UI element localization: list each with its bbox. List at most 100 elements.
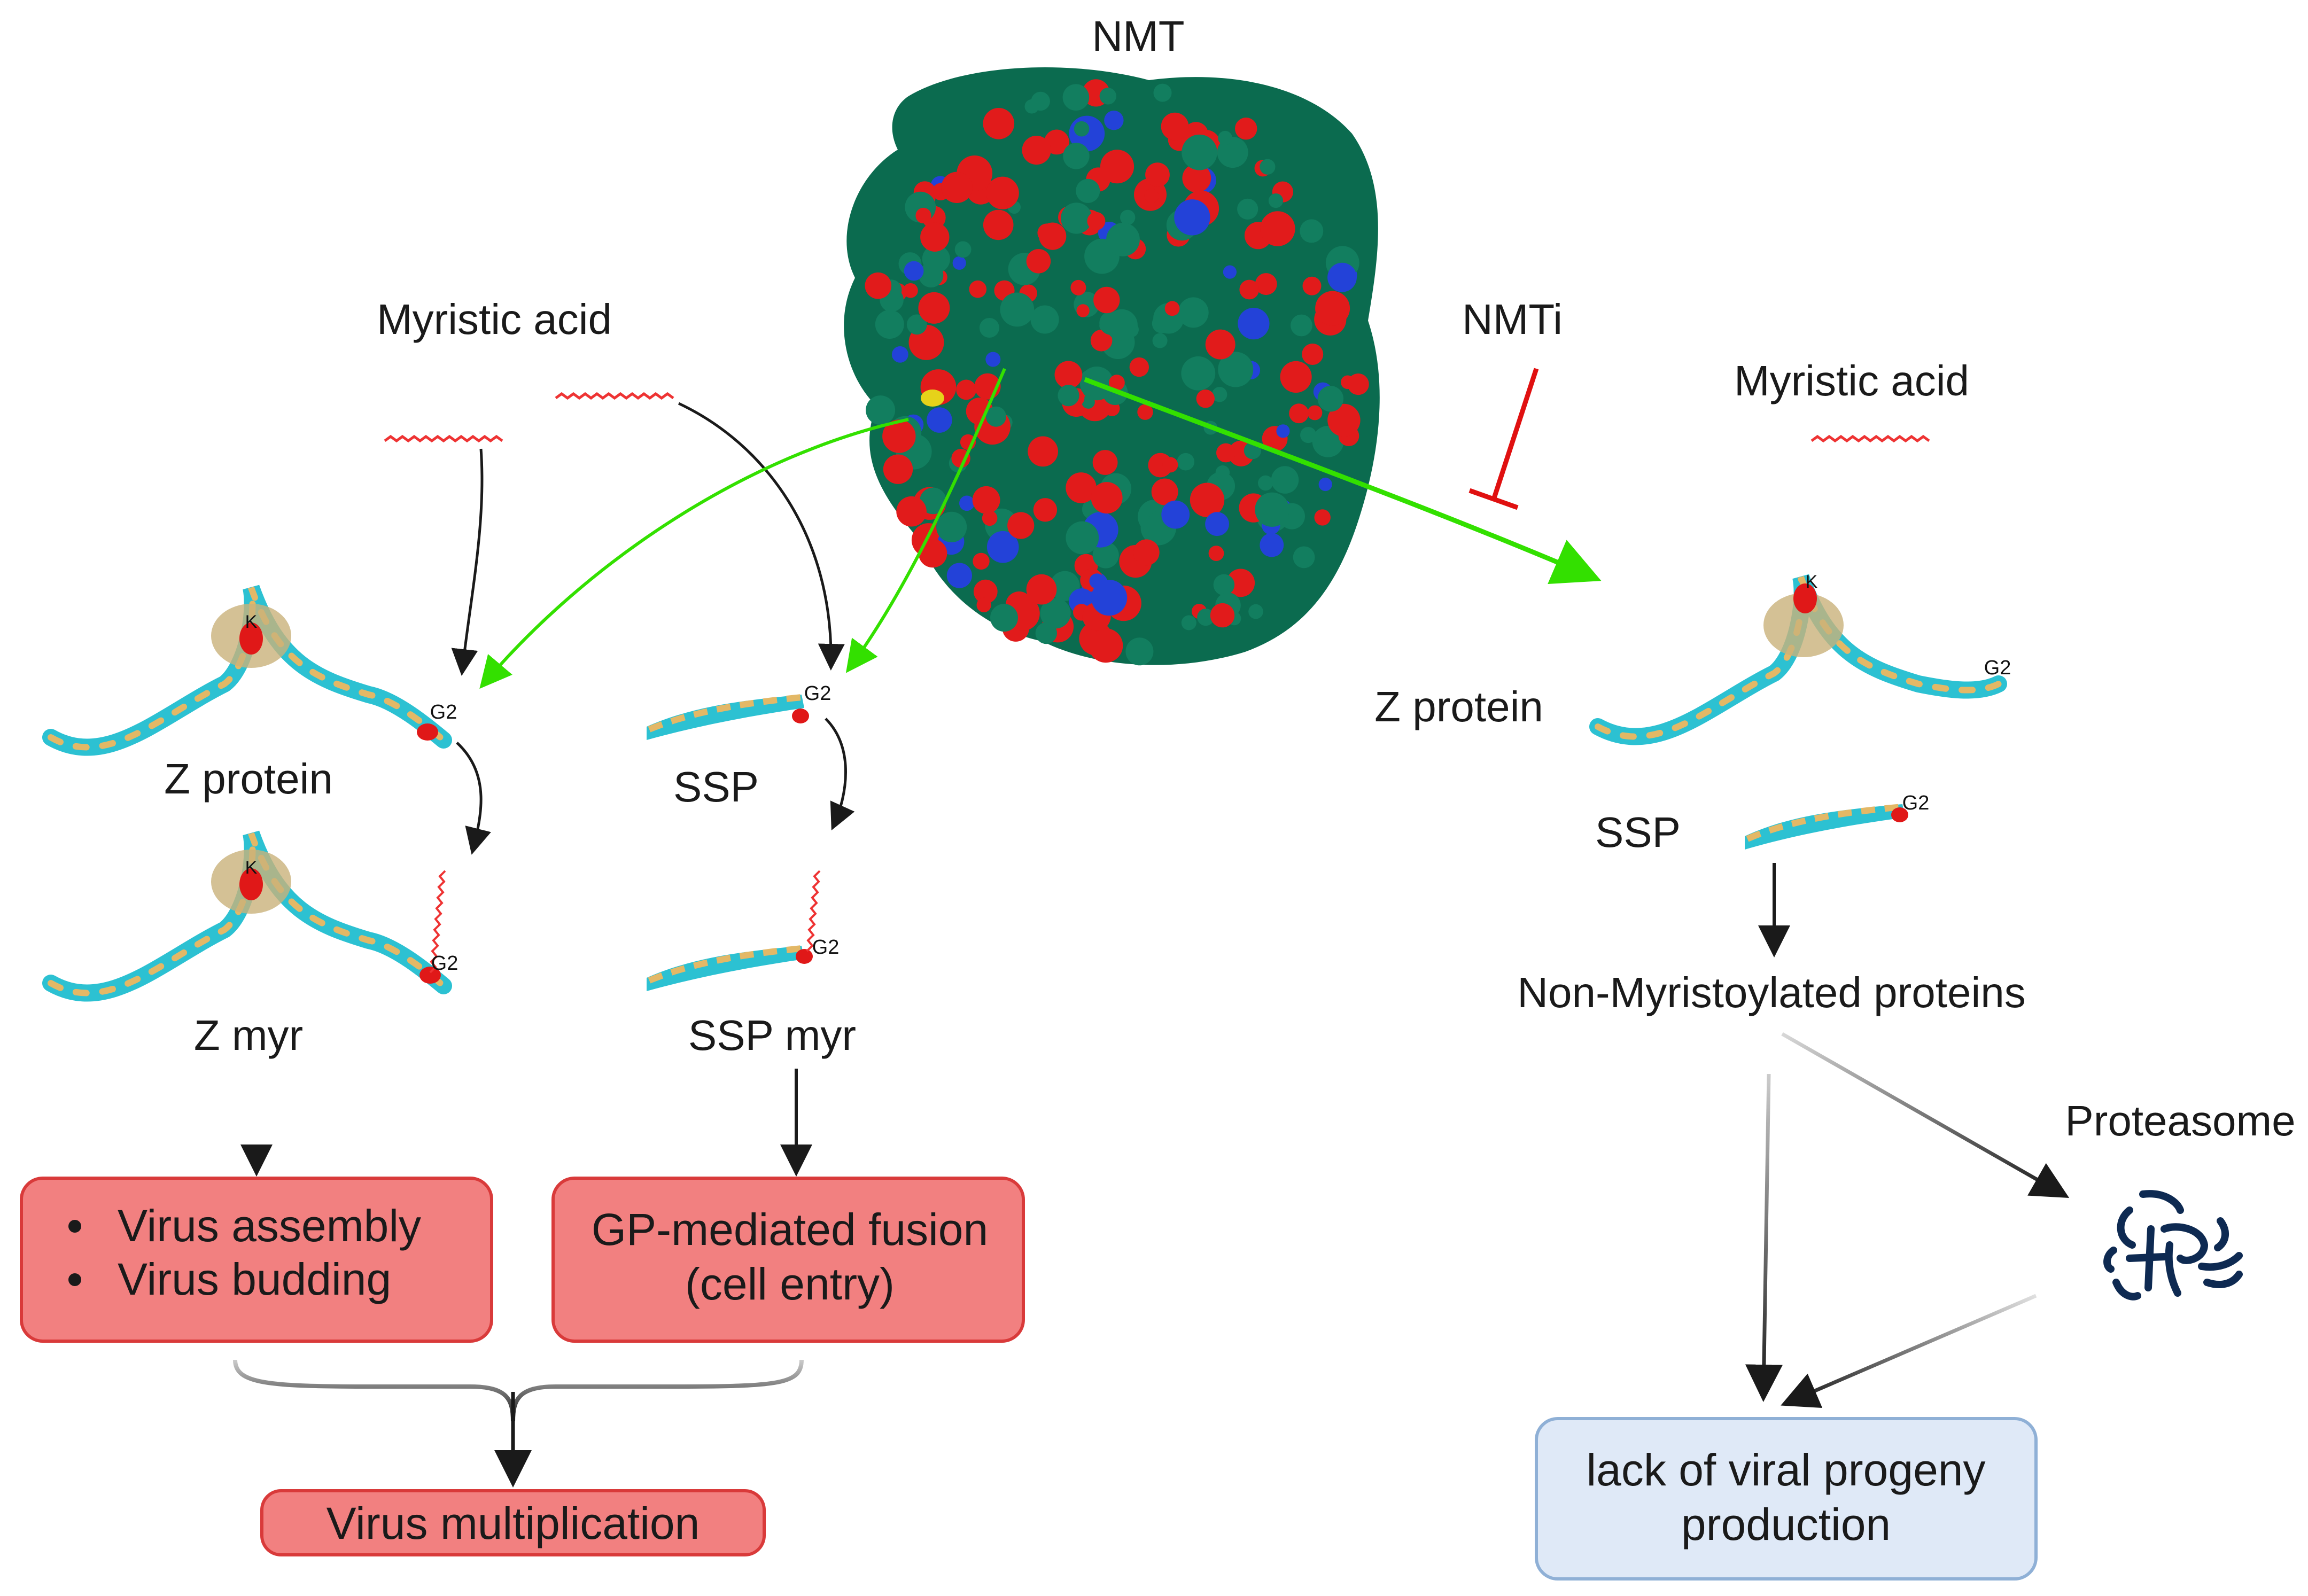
atom-sphere bbox=[976, 597, 991, 612]
atom-sphere bbox=[918, 292, 950, 324]
atom-sphere bbox=[927, 407, 952, 433]
z-myr-label: Z myr bbox=[194, 1011, 303, 1059]
bullet-virus-assembly bbox=[68, 1220, 81, 1233]
atom-sphere bbox=[1092, 542, 1119, 569]
atom-sphere bbox=[1145, 162, 1170, 187]
atom-sphere bbox=[1063, 143, 1090, 169]
atom-sphere bbox=[1058, 385, 1079, 407]
z-myr-model bbox=[42, 830, 452, 1002]
atom-sphere bbox=[986, 531, 1019, 563]
atom-sphere bbox=[1216, 443, 1235, 463]
atom-sphere bbox=[906, 314, 927, 335]
nmt-atom-spheres bbox=[865, 79, 1369, 666]
atom-sphere bbox=[1133, 539, 1160, 566]
atom-sphere bbox=[1260, 159, 1276, 175]
arrow-ssp-to-myr bbox=[825, 718, 855, 831]
atom-sphere bbox=[904, 261, 924, 281]
atom-sphere bbox=[1066, 472, 1097, 503]
ssp-right-g2-label: G2 bbox=[1902, 792, 1930, 814]
arrow-z-to-myr bbox=[456, 742, 491, 855]
atom-sphere bbox=[1181, 356, 1216, 391]
atom-sphere bbox=[990, 604, 1018, 632]
atom-sphere bbox=[1091, 580, 1128, 616]
atom-sphere bbox=[882, 419, 916, 453]
atom-sphere bbox=[1197, 609, 1215, 626]
atom-sphere bbox=[865, 272, 892, 299]
atom-sphere bbox=[1091, 482, 1123, 514]
non-myristoylated-label: Non-Myristoylated proteins bbox=[1517, 969, 2025, 1016]
atom-sphere bbox=[1293, 546, 1315, 569]
bullet-virus-budding bbox=[68, 1273, 81, 1286]
atom-sphere bbox=[1120, 209, 1136, 225]
atom-sphere bbox=[1181, 615, 1196, 630]
atom-sphere bbox=[1260, 533, 1284, 557]
atom-sphere bbox=[1028, 436, 1058, 467]
z-myr-g2-label: G2 bbox=[431, 952, 459, 975]
atom-sphere bbox=[1271, 466, 1299, 494]
gp-fusion-text-line2: (cell entry) bbox=[685, 1259, 895, 1309]
atom-sphere bbox=[1087, 212, 1106, 230]
atom-sphere bbox=[1164, 301, 1180, 316]
atom-sphere bbox=[1177, 453, 1195, 471]
atom-sphere bbox=[1109, 375, 1125, 391]
atom-sphere bbox=[1099, 88, 1116, 105]
atom-sphere bbox=[1090, 330, 1113, 352]
atom-sphere bbox=[951, 449, 970, 468]
atom-sphere bbox=[983, 108, 1015, 139]
z-protein-left-k-label: K bbox=[245, 612, 258, 632]
atom-sphere bbox=[1182, 134, 1217, 170]
z-protein-left-g2-label: G2 bbox=[430, 701, 457, 723]
atom-sphere bbox=[1153, 83, 1172, 102]
atom-sphere bbox=[1302, 344, 1324, 365]
z-protein-right-g2-label: G2 bbox=[1984, 657, 2011, 679]
atom-sphere bbox=[1205, 329, 1235, 360]
atom-sphere bbox=[1074, 121, 1090, 137]
atom-sphere bbox=[985, 352, 1001, 367]
green-arrow-to-ssp bbox=[845, 368, 1006, 673]
atom-sphere bbox=[891, 346, 908, 363]
ssp-myr-g2-label: G2 bbox=[812, 936, 840, 959]
atom-sphere bbox=[1302, 276, 1322, 295]
nmt-label: NMT bbox=[1092, 12, 1184, 60]
atom-sphere bbox=[1174, 199, 1210, 236]
myristic-acid-label-right: Myristic acid bbox=[1734, 357, 1969, 404]
virus-multiplication-box bbox=[260, 1489, 766, 1556]
atom-sphere bbox=[1268, 193, 1284, 208]
bracket-connector bbox=[233, 1359, 804, 1422]
atom-sphere bbox=[973, 579, 998, 604]
atom-sphere bbox=[1035, 622, 1058, 644]
ssp-label-left: SSP bbox=[673, 763, 759, 811]
atom-sphere bbox=[1104, 111, 1124, 130]
nmti-label: NMTi bbox=[1462, 295, 1563, 343]
atom-sphere bbox=[1061, 203, 1092, 234]
gp-fusion-text-line1: GP-mediated fusion bbox=[592, 1204, 988, 1255]
atom-sphere bbox=[1129, 357, 1149, 377]
atom-sphere bbox=[983, 209, 1014, 240]
box-item-virus-budding: Virus budding bbox=[118, 1254, 391, 1304]
ssp-myr-model bbox=[647, 870, 821, 991]
atom-sphere bbox=[986, 176, 1019, 209]
z-myr-k-label: K bbox=[245, 858, 258, 878]
atom-sphere bbox=[920, 222, 950, 252]
atom-sphere bbox=[1235, 118, 1257, 140]
atom-sphere bbox=[959, 495, 975, 511]
atom-sphere bbox=[1054, 361, 1083, 389]
atom-sphere bbox=[982, 510, 998, 526]
atom-sphere bbox=[1125, 637, 1154, 666]
atom-sphere bbox=[1100, 150, 1134, 184]
atom-sphere bbox=[875, 310, 904, 339]
ssp-model-right bbox=[1745, 804, 1908, 850]
lack-progeny-text-line1: lack of viral progeny bbox=[1586, 1445, 1985, 1495]
virus-multiplication-text: Virus multiplication bbox=[327, 1498, 700, 1548]
atom-sphere bbox=[973, 552, 990, 570]
myristic-acid-chain-left-2 bbox=[555, 392, 674, 400]
atom-sphere bbox=[1248, 604, 1263, 619]
atom-sphere bbox=[1289, 403, 1309, 424]
atom-sphere bbox=[1152, 333, 1168, 348]
atom-sphere bbox=[1317, 386, 1344, 412]
gp-fusion-box bbox=[551, 1177, 1025, 1343]
atom-sphere bbox=[1033, 498, 1058, 522]
atom-sphere bbox=[1040, 598, 1071, 629]
z-protein-model-right bbox=[1589, 574, 2007, 745]
atom-sphere bbox=[954, 241, 972, 258]
